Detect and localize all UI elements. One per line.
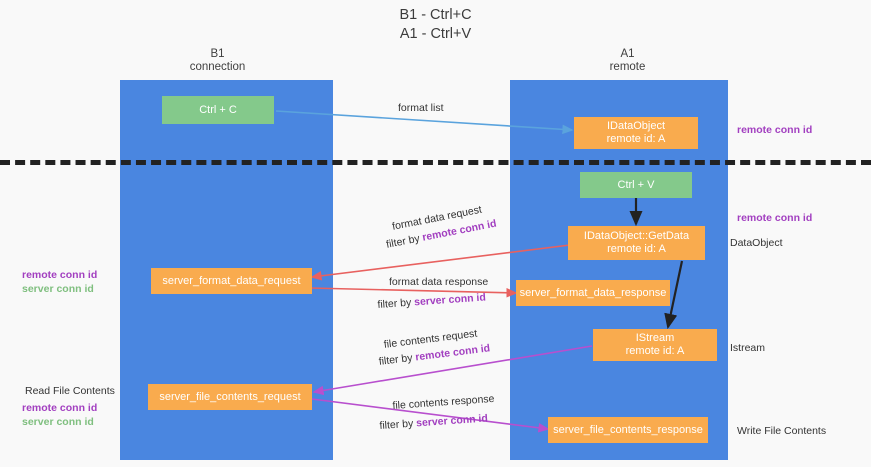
column-header-a1: A1 remote — [609, 48, 646, 73]
node-server-format-data-response[interactable]: server_format_data_response — [516, 280, 670, 306]
node-server-file-contents-response[interactable]: server_file_contents_response — [548, 417, 708, 443]
node-ctrl-c[interactable]: Ctrl + C — [162, 96, 274, 124]
filter-prefix: filter by — [377, 296, 415, 311]
node-idataobject[interactable]: IDataObject remote id: A — [574, 117, 698, 149]
node-ctrl-c-label: Ctrl + C — [199, 103, 237, 116]
node-getdata-line1: IDataObject::GetData — [583, 230, 690, 242]
annotation-left-remote-conn-id: remote conn id — [22, 269, 98, 281]
filter-key-server-conn-id: server conn id — [413, 291, 487, 309]
filter-key-server-conn-id: server conn id — [415, 412, 489, 430]
node-server-file-contents-request[interactable]: server_file_contents_request — [148, 384, 312, 410]
filter-prefix: filter by — [385, 231, 424, 251]
column-header-b1: B1 connection — [189, 48, 246, 73]
annotation-right-istream: Istream — [730, 342, 766, 354]
annotation-left-remote-conn-id-2: remote conn id — [22, 402, 98, 414]
node-getdata-line2: remote id: A — [607, 243, 666, 255]
edge-label-format-list: format list — [398, 102, 444, 114]
node-idataobject-line1: IDataObject — [606, 120, 666, 132]
node-idataobject-line2: remote id: A — [606, 133, 666, 145]
filter-prefix: filter by — [378, 351, 417, 368]
node-ctrl-v-label: Ctrl + V — [617, 178, 655, 191]
annotation-right-remote-conn-id-mid: remote conn id — [737, 212, 813, 224]
node-server-file-contents-response-label: server_file_contents_response — [553, 423, 703, 436]
annotation-left-server-conn-id: server conn id — [22, 283, 94, 295]
annotation-right-remote-conn-id-top: remote conn id — [737, 124, 813, 136]
filter-prefix: filter by — [379, 417, 417, 432]
edge-label-format-data-response-filter: filter by server conn id — [377, 290, 486, 312]
node-server-format-data-response-label: server_format_data_response — [519, 286, 667, 299]
node-server-file-contents-request-label: server_file_contents_request — [159, 390, 301, 403]
diagram-title: B1 - Ctrl+C A1 - Ctrl+V — [399, 7, 472, 42]
node-istream-line2: remote id: A — [625, 345, 685, 357]
node-getdata[interactable]: IDataObject::GetData remote id: A — [568, 226, 705, 260]
annotation-right-write-file-contents: Write File Contents — [737, 425, 827, 437]
annotation-right-dataobject: DataObject — [730, 237, 783, 249]
edge-label-format-data-response: format data response — [389, 276, 489, 288]
edge-label-file-contents-response-filter: filter by server conn id — [379, 411, 488, 433]
node-server-format-data-request-label: server_format_data_request — [162, 274, 301, 287]
node-server-format-data-request[interactable]: server_format_data_request — [151, 268, 312, 294]
divider-dashed — [0, 160, 871, 165]
annotation-left-server-conn-id-2: server conn id — [22, 416, 94, 428]
annotation-left-read-file-contents: Read File Contents — [25, 385, 115, 397]
node-ctrl-v[interactable]: Ctrl + V — [580, 172, 692, 198]
node-istream[interactable]: IStream remote id: A — [593, 329, 717, 361]
node-istream-line1: IStream — [635, 332, 675, 344]
edge-label-file-contents-response: file contents response — [392, 392, 495, 412]
